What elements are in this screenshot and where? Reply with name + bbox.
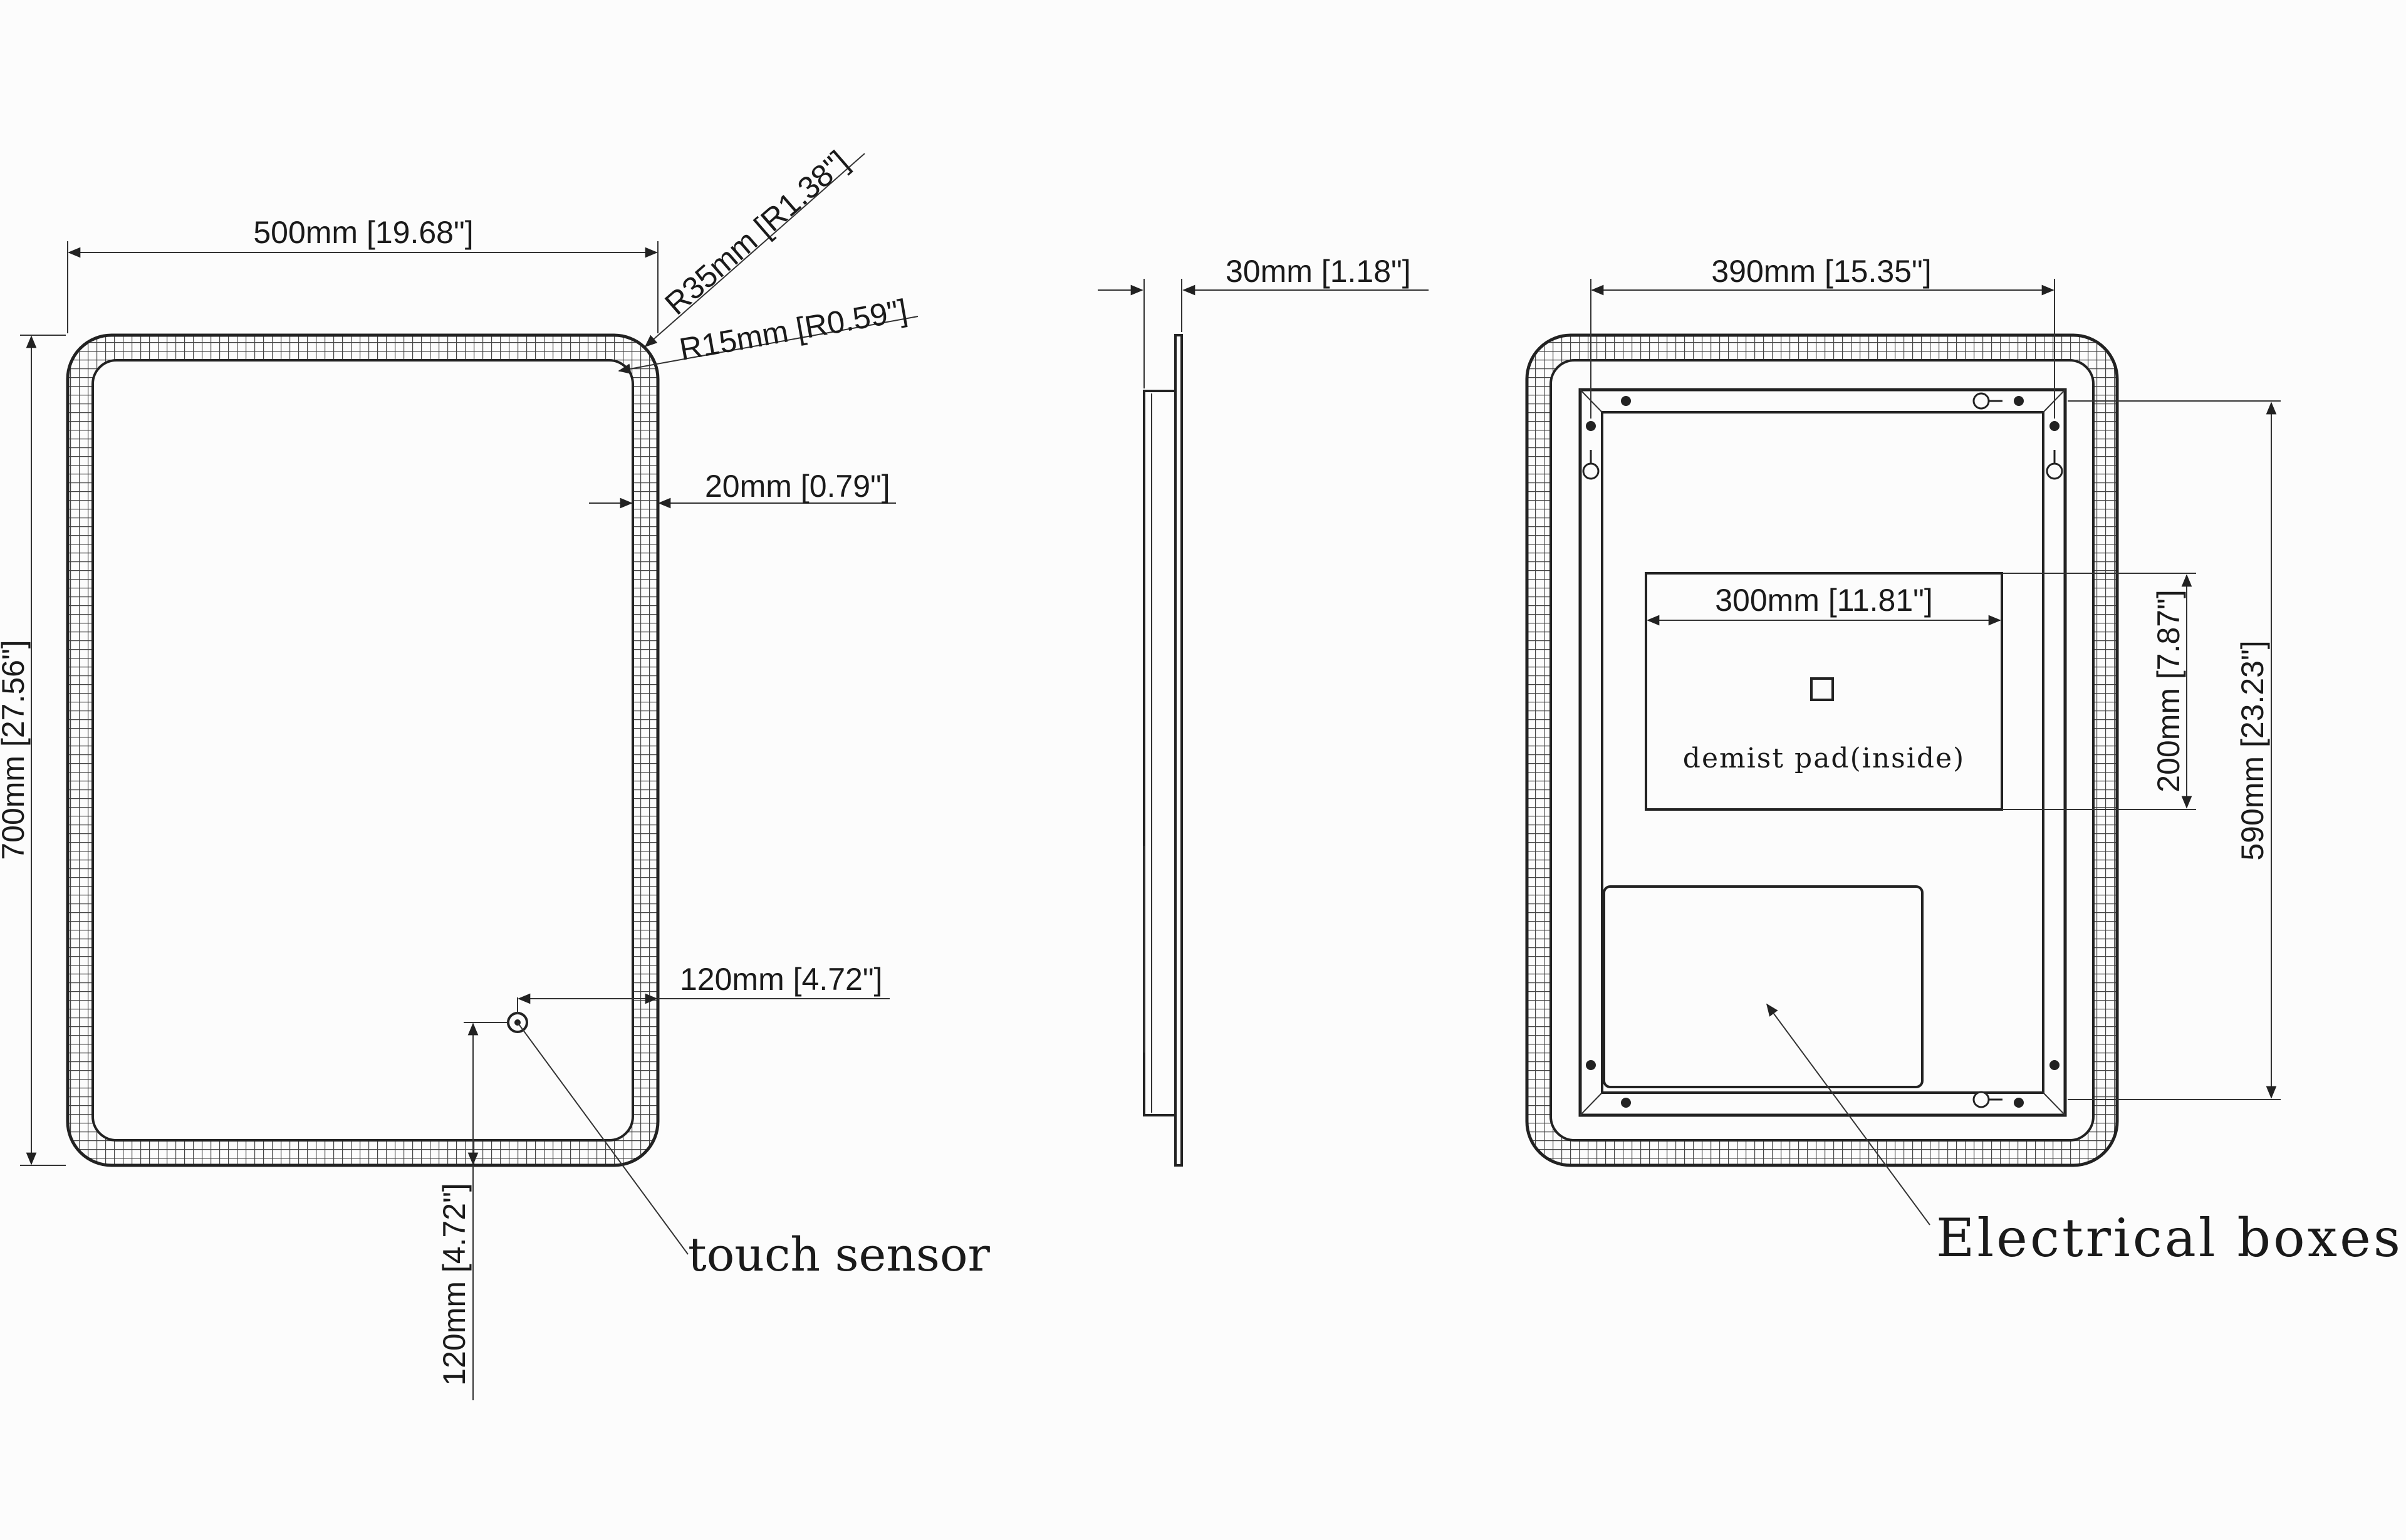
back-view: demist pad(inside) 300mm [11.81"] 200mm …	[1525, 254, 2403, 1269]
mounting-frame-outer	[1578, 388, 2067, 1117]
front-height-label: 700mm [27.56"]	[0, 640, 31, 860]
sensor-y-label: 120mm [4.72"]	[437, 1183, 472, 1385]
side-view: 30mm [1.18"]	[1098, 254, 1429, 1167]
electrical-boxes-callout: Electrical boxes	[1936, 1207, 2403, 1269]
pad-height-label: 200mm [7.87"]	[2151, 590, 2186, 792]
sensor-x-label: 120mm [4.72"]	[680, 962, 882, 997]
back-inner-panel	[1549, 359, 2095, 1142]
keyhole-hanger-icons	[1582, 392, 2063, 1108]
demist-pad-connector-icon	[1810, 677, 1834, 701]
screw-icons	[1586, 396, 2060, 1108]
side-body	[1143, 390, 1177, 1116]
electrical-box	[1603, 885, 1924, 1088]
mirror-glass	[91, 359, 634, 1142]
bracket-height-label: 590mm [23.23"]	[2235, 640, 2270, 860]
outer-radius-label: R35mm [R1.38"]	[658, 144, 855, 322]
demist-pad-callout: demist pad(inside)	[1683, 742, 1965, 774]
inner-radius-label: R15mm [R0.59"]	[677, 293, 910, 367]
front-width-label: 500mm [19.68"]	[253, 215, 473, 250]
mounting-frame-inner	[1601, 411, 2044, 1094]
side-glass	[1174, 334, 1183, 1167]
depth-label: 30mm [1.18"]	[1226, 254, 1411, 289]
border-width-label: 20mm [0.79"]	[705, 469, 890, 504]
touch-sensor-callout: touch sensor	[688, 1228, 991, 1282]
demist-pad	[1645, 572, 2003, 811]
pad-width-label: 300mm [11.81"]	[1715, 583, 1933, 618]
front-view: touch sensor 500mm [19.68"] 700mm [27.56…	[0, 144, 991, 1400]
bracket-width-label: 390mm [15.35"]	[1711, 254, 1931, 289]
